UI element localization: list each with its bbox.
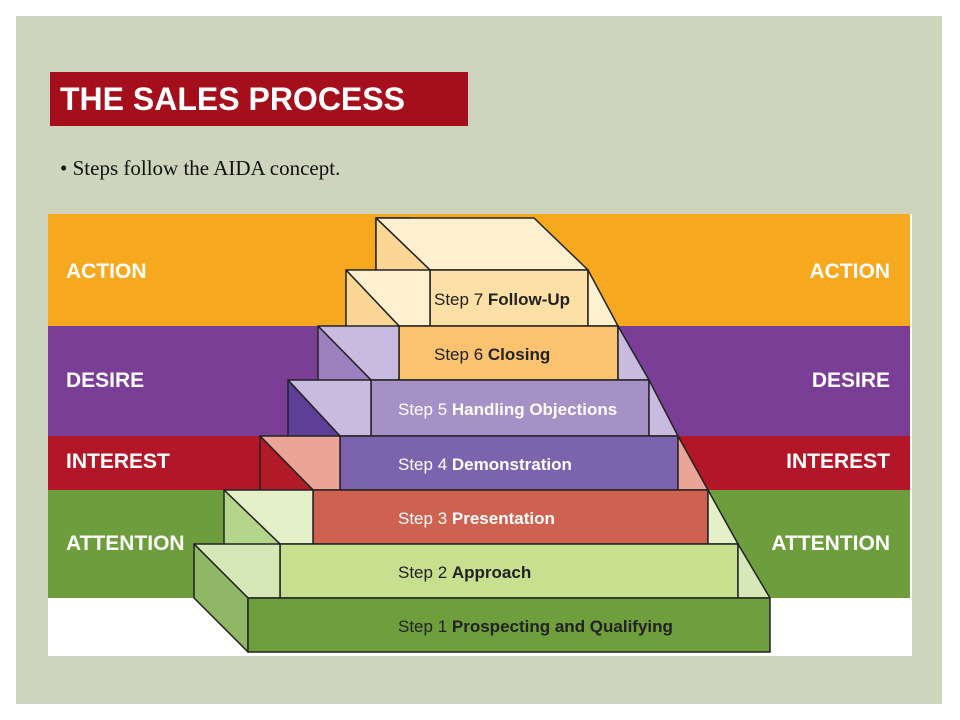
step-7-label: Step 7 Follow-Up	[434, 290, 570, 309]
step-1-label: Step 1 Prospecting and Qualifying	[398, 617, 673, 636]
step-2-name: Approach	[452, 563, 531, 582]
band-label-attention-right: ATTENTION	[771, 532, 890, 555]
band-label-desire-right: DESIRE	[812, 369, 890, 392]
step-1-front	[247, 597, 771, 653]
step-2-number: Step 2	[398, 563, 447, 582]
step-4-block: Step 4 Demonstration	[287, 379, 679, 491]
band-label-attention-left: ATTENTION	[66, 532, 185, 555]
step-3-front	[312, 489, 709, 545]
band-label-interest-left: INTEREST	[66, 450, 170, 473]
title-banner: THE SALES PROCESS	[50, 72, 468, 126]
band-label-desire-left: DESIRE	[66, 369, 144, 392]
step-5-number: Step 5	[398, 400, 447, 419]
step-7-number: Step 7	[434, 290, 483, 309]
band-label-interest-right: INTEREST	[786, 450, 890, 473]
step-4-number: Step 4	[398, 455, 447, 474]
step-1-block: Step 1 Prospecting and Qualifying	[193, 543, 771, 653]
step-5-label: Step 5 Handling Objections	[398, 400, 617, 419]
aida-staircase-diagram: ACTION ACTION DESIRE DESIRE INTEREST INT…	[48, 214, 912, 656]
step-6-label: Step 6 Closing	[434, 345, 550, 364]
step-4-name: Demonstration	[452, 455, 572, 474]
step-6-front	[398, 325, 619, 381]
step-2-label: Step 2 Approach	[398, 563, 531, 582]
slide-title: THE SALES PROCESS	[60, 81, 405, 117]
step-6-name: Closing	[488, 345, 550, 364]
band-label-action-left: ACTION	[66, 260, 147, 283]
step-1-name: Prospecting and Qualifying	[452, 617, 673, 636]
step-7-name: Follow-Up	[488, 290, 570, 309]
step-5-block: Step 5 Handling Objections	[317, 325, 650, 437]
step-5-front	[370, 379, 650, 437]
bullet-text: Steps follow the AIDA concept.	[72, 156, 341, 180]
step-3-number: Step 3	[398, 509, 447, 528]
step-4-front	[339, 435, 679, 491]
step-5-name: Handling Objections	[452, 400, 617, 419]
band-label-action-right: ACTION	[810, 260, 891, 283]
step-3-name: Presentation	[452, 509, 555, 528]
bullet-marker: •	[60, 156, 68, 180]
step-4-label: Step 4 Demonstration	[398, 455, 572, 474]
bullet-point: • Steps follow the AIDA concept.	[60, 156, 340, 181]
step-3-label: Step 3 Presentation	[398, 509, 555, 528]
step-1-number: Step 1	[398, 617, 447, 636]
step-6-number: Step 6	[434, 345, 483, 364]
